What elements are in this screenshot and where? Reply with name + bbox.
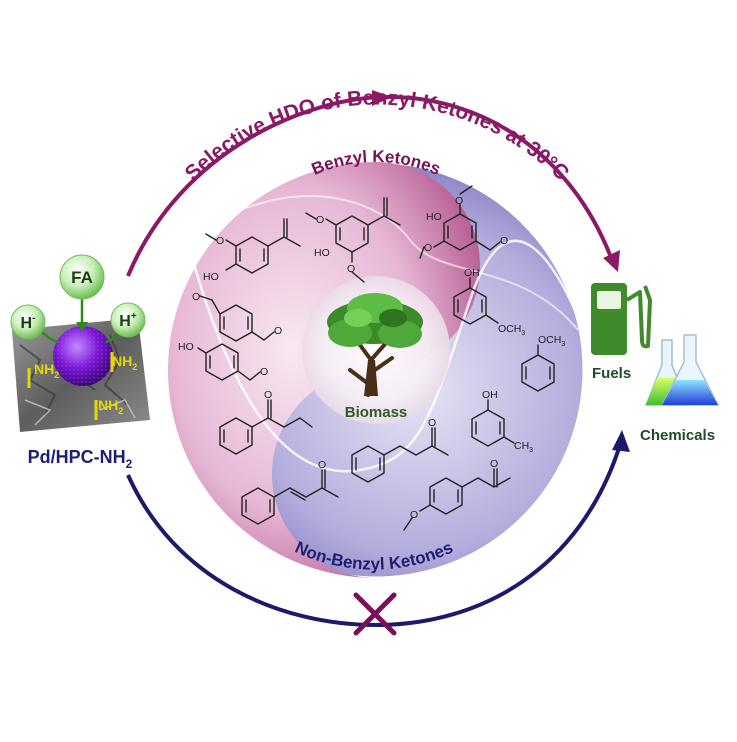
svg-text:O: O [318, 459, 326, 471]
svg-text:O: O [428, 417, 436, 429]
h-plus-bubble: H+ [110, 302, 146, 338]
molecule-benzalacetone: O [241, 459, 339, 525]
catalyst-illustration [12, 298, 150, 432]
flask-blue-icon [660, 334, 720, 406]
chemicals-label: Chemicals [640, 427, 715, 444]
nh2-label-bottom: NH2 [98, 397, 123, 416]
svg-text:O: O [316, 214, 324, 226]
molecule-anisole: OCH3 [521, 334, 565, 392]
catalyst-name: Pd/HPC-NH2 [28, 447, 133, 471]
nh2-label-left: NH2 [34, 361, 59, 380]
svg-text:OCH3: OCH3 [538, 334, 565, 348]
nh2-label-right: NH2 [112, 353, 137, 372]
molecule-hydroxybenzaldehyde: HO O [178, 341, 268, 381]
biomass-label: Biomass [345, 404, 408, 421]
molecule-methoxyphenol: OH OCH3 [453, 267, 525, 337]
svg-text:HO: HO [178, 341, 194, 353]
svg-text:OCH3: OCH3 [498, 323, 525, 337]
fuels-label: Fuels [592, 365, 631, 382]
svg-text:OH: OH [464, 267, 480, 279]
molecule-acetosyringone: O HO O [305, 197, 401, 283]
svg-text:HO: HO [426, 211, 442, 223]
molecule-terephthalaldehyde: O O [192, 291, 282, 342]
svg-text:HO: HO [314, 247, 330, 259]
fuel-pump-icon [591, 283, 652, 355]
svg-text:H+: H+ [119, 311, 137, 330]
molecule-butyrophenone: O [219, 389, 313, 455]
svg-text:FA: FA [71, 268, 93, 287]
svg-text:O: O [274, 325, 282, 337]
cross-mark-icon [353, 592, 397, 636]
molecule-acetovanillone: O HO [203, 218, 301, 283]
h-minus-bubble: H- [10, 304, 46, 340]
molecule-phenylbutanone: O [351, 417, 449, 483]
svg-text:O: O [500, 235, 508, 247]
svg-text:O: O [410, 509, 418, 521]
svg-text:O: O [424, 242, 432, 254]
svg-text:O: O [264, 389, 272, 401]
svg-text:O: O [260, 366, 268, 378]
svg-text:O: O [455, 195, 463, 207]
molecule-cresol: OH CH3 [471, 389, 533, 454]
svg-text:O: O [347, 263, 355, 275]
svg-text:HO: HO [203, 271, 219, 283]
upper-arrow [126, 90, 620, 277]
molecule-methoxyphenylacetone: O O [403, 458, 511, 531]
svg-text:O: O [216, 235, 224, 247]
molecule-syringaldehyde: O HO O O [419, 185, 508, 259]
lower-arrow [126, 430, 630, 628]
svg-text:OH: OH [482, 389, 498, 401]
svg-text:CH3: CH3 [514, 440, 533, 454]
fa-bubble: FA [59, 254, 105, 300]
tree-icon [327, 293, 423, 397]
svg-text:O: O [192, 291, 200, 303]
svg-text:H-: H- [21, 313, 36, 332]
svg-text:O: O [490, 458, 498, 470]
